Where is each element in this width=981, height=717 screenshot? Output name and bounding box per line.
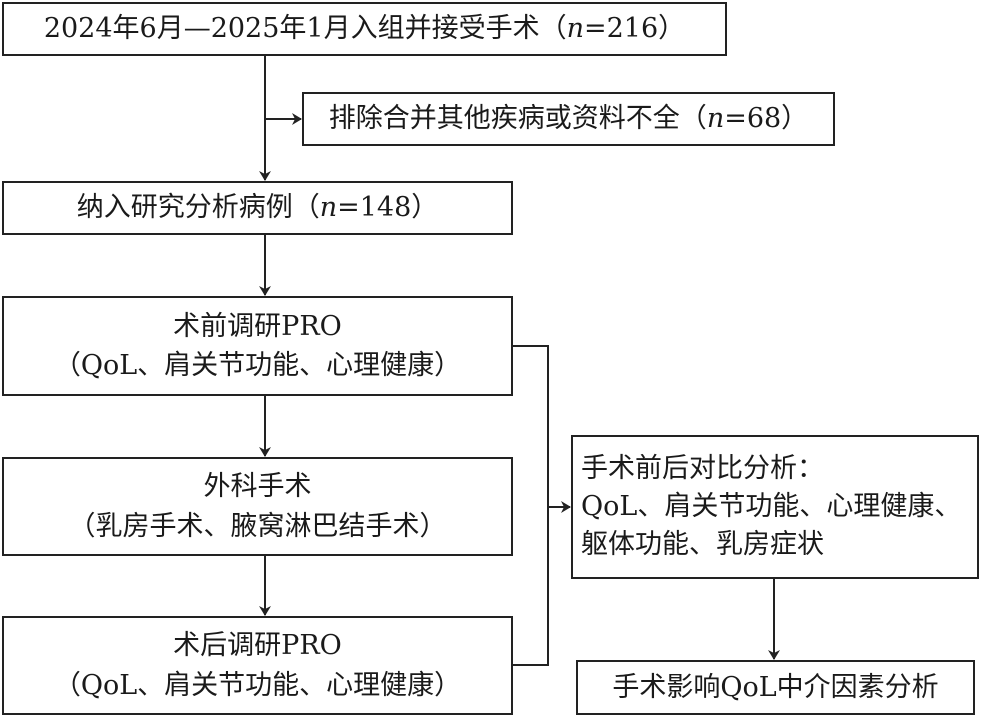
comparison-box: 手术前后对比分析： QoL、肩关节功能、心理健康、 躯体功能、乳房症状 — [571, 435, 979, 579]
surgery-detail: （乳房手术、腋窝淋巴结手术） — [68, 510, 447, 542]
enrolled-box: 2024年6月—2025年1月入组并接受手术（n=216） — [2, 2, 727, 56]
excluded-prefix: 排除合并其他疾病或资料不全（ — [328, 103, 707, 135]
included-text: 纳入研究分析病例（n=148） — [77, 188, 439, 227]
excluded-text: 排除合并其他疾病或资料不全（n=68） — [329, 99, 808, 138]
surgery-title: 外科手术 — [203, 471, 312, 503]
postop-box: 术后调研PRO （QoL、肩关节功能、心理健康） — [2, 616, 513, 715]
enrolled-count: =216） — [584, 13, 686, 45]
mediation-text: 手术影响QoL中介因素分析 — [612, 671, 939, 703]
preop-title: 术前调研PRO — [173, 310, 342, 342]
bracket-pre-post — [512, 345, 549, 666]
postop-title: 术后调研PRO — [173, 630, 342, 662]
comparison-heading: 手术前后对比分析： — [581, 452, 824, 484]
included-prefix: 纳入研究分析病例（ — [76, 192, 320, 224]
excluded-n-label: n — [706, 103, 725, 135]
postop-detail: （QoL、肩关节功能、心理健康） — [53, 669, 462, 701]
enrolled-prefix: 2024年6月—2025年1月入组并接受手术（ — [43, 13, 567, 45]
enrolled-n-label: n — [566, 13, 584, 45]
enrolled-text: 2024年6月—2025年1月入组并接受手术（n=216） — [44, 9, 685, 48]
comparison-items-2: 躯体功能、乳房症状 — [581, 529, 824, 561]
included-n-label: n — [319, 192, 338, 224]
excluded-box: 排除合并其他疾病或资料不全（n=68） — [302, 92, 835, 146]
included-count: =148） — [337, 192, 439, 224]
preop-detail: （QoL、肩关节功能、心理健康） — [53, 350, 462, 381]
mediation-box: 手术影响QoL中介因素分析 — [576, 660, 975, 715]
excluded-count: =68） — [724, 103, 809, 135]
preop-box: 术前调研PRO （QoL、肩关节功能、心理健康） — [2, 296, 513, 396]
comparison-items-1: QoL、肩关节功能、心理健康、 — [581, 490, 962, 522]
surgery-box: 外科手术 （乳房手术、腋窝淋巴结手术） — [2, 457, 513, 556]
included-box: 纳入研究分析病例（n=148） — [2, 181, 513, 235]
